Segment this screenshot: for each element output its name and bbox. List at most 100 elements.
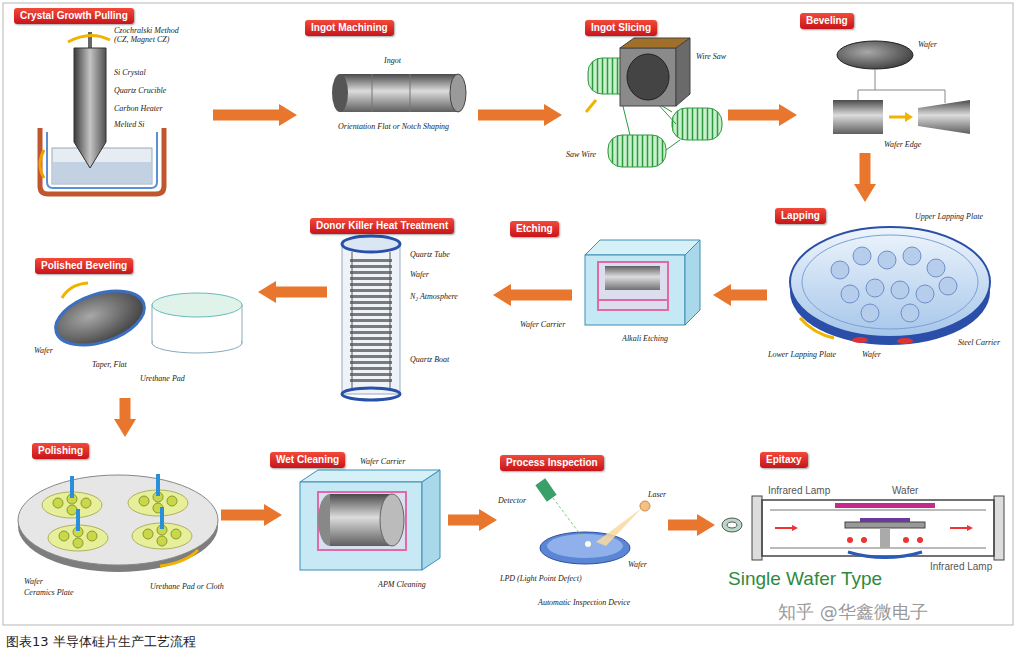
- polished-bevel-illustration: [62, 283, 88, 298]
- crystal-puller: [40, 150, 44, 178]
- flow-arrow: [478, 110, 546, 121]
- wire-saw: [672, 108, 722, 140]
- quartz-tube: [350, 256, 392, 384]
- polished-bevel-illustration: [49, 281, 242, 355]
- part-label: APM Cleaning: [378, 580, 426, 589]
- cleaning-bath: [300, 482, 422, 570]
- bevel-illustration: [858, 70, 945, 103]
- part-label: LPD (Light Point Defect): [500, 574, 582, 583]
- inspection-device: [596, 508, 642, 546]
- part-label: Laser: [648, 490, 666, 499]
- epitaxy-reactor: [847, 537, 923, 543]
- etching-bath: [598, 299, 668, 301]
- part-label: Upper Lapping Plate: [915, 212, 983, 221]
- crystal-puller: [53, 162, 151, 183]
- polishing-table: [42, 490, 192, 551]
- polishing-table: [156, 474, 160, 496]
- step-title: Donor Killer Heat Treatment: [310, 218, 454, 234]
- quartz-tube: [352, 252, 353, 388]
- inspection-device: [585, 541, 591, 547]
- wire-saw: [586, 100, 596, 112]
- part-label: Wafer: [34, 346, 53, 355]
- flow-arrow: [120, 398, 131, 421]
- part-label: Taper, Flat: [92, 360, 127, 369]
- polishing-table: [73, 538, 83, 548]
- lapping-machine: [853, 247, 871, 265]
- ingot-cylinder: [450, 74, 466, 112]
- step-title: Wet Cleaning: [270, 452, 345, 468]
- inspection-device: [540, 532, 630, 564]
- polishing-table: [171, 529, 181, 539]
- etching-bath: [605, 266, 660, 290]
- polishing-table: [70, 476, 74, 498]
- polishing-table: [53, 498, 63, 508]
- lapping-machine: [852, 337, 868, 343]
- process-step: Crystal Growth Pulling: [10, 5, 210, 200]
- lapping-machine: [916, 285, 934, 303]
- lapping-machine: [800, 318, 834, 338]
- polishing-table: [157, 536, 167, 546]
- part-label: Si Crystal: [114, 68, 146, 77]
- flow-arrow: [668, 520, 699, 531]
- part-label: Wafer Edge: [884, 140, 921, 149]
- part-label: Detector: [498, 496, 526, 505]
- epitaxy-reactor: [835, 503, 935, 508]
- ingot-cylinder: [340, 74, 458, 112]
- step-title: Epitaxy: [760, 452, 808, 468]
- flow-arrow: [448, 515, 481, 526]
- etching-bath: [685, 240, 700, 325]
- step-title: Lapping: [775, 208, 826, 224]
- part-label: Wafer: [862, 350, 881, 359]
- part-label: N₂ Atmosphere: [410, 292, 458, 301]
- crystal-puller: [74, 48, 106, 168]
- part-label: Lower Lapping Plate: [768, 350, 836, 359]
- inspection-device: [553, 498, 586, 542]
- polishing-table: [87, 531, 97, 541]
- quartz-tube: [342, 388, 400, 400]
- part-label: Quartz Crucible: [114, 86, 166, 95]
- crystal-puller: [52, 148, 152, 184]
- part-label: Wafer: [918, 40, 937, 49]
- step-title: Polishing: [32, 443, 89, 459]
- polishing-table: [139, 496, 149, 506]
- quartz-tube: [342, 236, 400, 400]
- flow-arrow: [213, 110, 281, 121]
- etching-bath: [585, 240, 700, 255]
- quartz-tube: [390, 252, 391, 388]
- bevel-illustration: [833, 100, 883, 134]
- part-label: Czochralski Method (CZ, Magnet CZ): [114, 26, 194, 44]
- part-label: Urethane Pad: [140, 374, 185, 383]
- part-label: Alkali Etching: [622, 334, 668, 343]
- bevel-illustration: [837, 41, 913, 69]
- polishing-table: [18, 475, 218, 565]
- polished-bevel-illustration: [152, 293, 242, 317]
- polishing-table: [70, 474, 164, 531]
- lapping-machine: [841, 285, 859, 303]
- lapping-machine: [891, 281, 909, 299]
- polishing-table: [160, 507, 164, 529]
- epitaxy-reactor: [903, 537, 909, 543]
- etching-bath: [585, 255, 685, 325]
- epitaxy-reactor: [752, 496, 762, 560]
- wire-saw: [608, 135, 666, 167]
- part-label: Carbon Heater: [114, 104, 163, 113]
- lapping-machine: [901, 304, 919, 322]
- epitaxy-reactor: [861, 537, 867, 543]
- etching-bath: [585, 240, 700, 325]
- step-title: Ingot Machining: [305, 20, 394, 36]
- flow-arrow: [729, 290, 767, 301]
- epitaxy-reactor: [917, 537, 923, 543]
- ingot-cylinder: [332, 74, 348, 112]
- part-label: Infrared Lamp: [930, 561, 992, 572]
- part-label: Saw Wire: [566, 150, 596, 159]
- polishing-table: [160, 550, 198, 566]
- step-title: Beveling: [800, 13, 854, 29]
- ingot-cylinder: [410, 74, 411, 112]
- part-label: Wire Saw: [696, 52, 726, 61]
- quartz-tube: [342, 236, 400, 252]
- bevel-illustration: [889, 116, 906, 119]
- lapping-machine: [802, 235, 978, 329]
- lapping-machine: [939, 277, 957, 295]
